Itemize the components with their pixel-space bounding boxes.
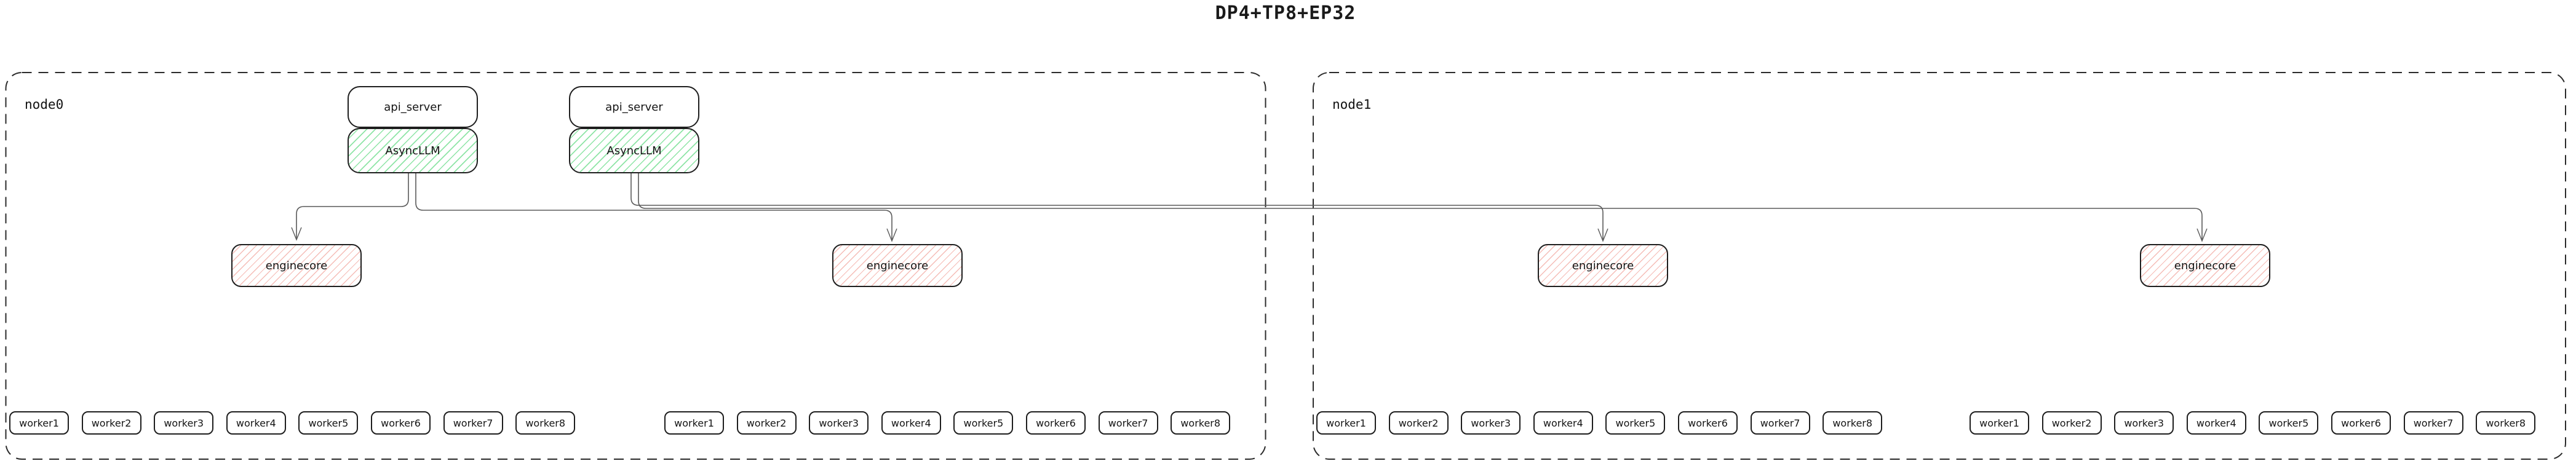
node0-label: node0 — [25, 97, 64, 112]
api-server-box-node0-2: api_server — [569, 86, 699, 128]
node1-label: node1 — [1332, 97, 1372, 112]
worker-box-node1-g2-5: worker5 — [2259, 411, 2319, 435]
worker-box-node0-g2-3: worker3 — [809, 411, 869, 435]
worker-box-node1-g1-2: worker2 — [1388, 411, 1449, 435]
worker-box-node0-g1-6: worker6 — [371, 411, 431, 435]
worker-box-node0-g2-5: worker5 — [953, 411, 1014, 435]
worker-box-node0-g2-6: worker6 — [1026, 411, 1086, 435]
worker-box-node0-g1-5: worker5 — [298, 411, 359, 435]
worker-box-node0-g1-4: worker4 — [226, 411, 286, 435]
worker-box-node0-g1-1: worker1 — [9, 411, 69, 435]
asyncllm-box-node0-1: AsyncLLM — [348, 128, 478, 173]
worker-box-node1-g1-7: worker7 — [1750, 411, 1810, 435]
enginecore-box-node1-1: enginecore — [1538, 244, 1668, 287]
worker-box-node0-g2-1: worker1 — [664, 411, 724, 435]
enginecore-box-node1-2: enginecore — [2140, 244, 2270, 287]
worker-box-node1-g2-4: worker4 — [2186, 411, 2246, 435]
worker-box-node1-g2-6: worker6 — [2331, 411, 2391, 435]
worker-box-node1-g1-8: worker8 — [1823, 411, 1883, 435]
worker-box-node1-g2-1: worker1 — [1970, 411, 2029, 435]
worker-box-node0-g2-4: worker4 — [881, 411, 941, 435]
worker-box-node1-g1-3: worker3 — [1461, 411, 1521, 435]
connector-asyncllm2-enginecore4 — [638, 173, 2203, 240]
api-server-box-node0-1: api_server — [348, 86, 478, 128]
worker-box-node1-g2-3: worker3 — [2114, 411, 2174, 435]
arrowhead-enginecore2 — [886, 228, 897, 242]
worker-box-node1-g2-7: worker7 — [2403, 411, 2463, 435]
connector-asyncllm1-enginecore2 — [415, 173, 892, 240]
node1-boundary — [1313, 72, 2566, 460]
worker-box-node0-g1-2: worker2 — [81, 411, 141, 435]
diagram-title: DP4+TP8+EP32 — [1215, 2, 1356, 24]
worker-box-node1-g1-4: worker4 — [1533, 411, 1593, 435]
arrowhead-enginecore1 — [291, 227, 302, 241]
worker-box-node0-g1-8: worker8 — [515, 411, 576, 435]
worker-box-node1-g2-8: worker8 — [2476, 411, 2536, 435]
worker-box-node1-g1-1: worker1 — [1316, 411, 1376, 435]
enginecore-box-node0-1: enginecore — [231, 244, 362, 287]
arrowhead-enginecore4 — [2196, 228, 2208, 242]
worker-box-node0-g1-7: worker7 — [443, 411, 503, 435]
arrowhead-enginecore3 — [1597, 228, 1608, 242]
connector-asyncllm2-enginecore3 — [630, 173, 1604, 240]
worker-box-node0-g2-8: worker8 — [1171, 411, 1231, 435]
node0-boundary — [5, 72, 1266, 460]
worker-box-node1-g2-2: worker2 — [2041, 411, 2102, 435]
worker-box-node1-g1-6: worker6 — [1678, 411, 1738, 435]
worker-box-node0-g1-3: worker3 — [154, 411, 214, 435]
worker-box-node0-g2-7: worker7 — [1098, 411, 1158, 435]
connector-asyncllm1-enginecore1 — [296, 173, 409, 238]
asyncllm-box-node0-2: AsyncLLM — [569, 128, 699, 173]
worker-box-node1-g1-5: worker5 — [1605, 411, 1666, 435]
enginecore-box-node0-2: enginecore — [832, 244, 963, 287]
worker-box-node0-g2-2: worker2 — [736, 411, 797, 435]
